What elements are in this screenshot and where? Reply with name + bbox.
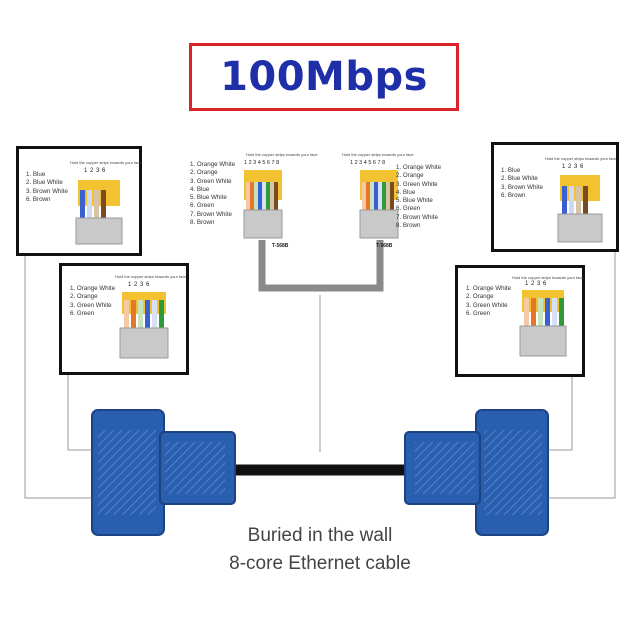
list-item: 6. Brown [26, 195, 51, 203]
wire-list-top-right: 1. Blue 2. Blue White 3. Brown White 6. … [501, 167, 543, 200]
pin-numbers: 1 2 3 4 5 6 7 8 [350, 160, 386, 166]
t568b-plug-right [359, 170, 399, 239]
wire-list-mid-right: 1. Orange White 2. Orange 3. Green White… [466, 285, 511, 318]
plug-icon-mid-right [519, 290, 567, 357]
wire-list-top-left: 1. Blue 2. Blue White 3. Brown White 6. … [26, 171, 68, 204]
list-item: 2. Orange [396, 172, 424, 180]
list-item: 3. Green White [466, 301, 508, 309]
list-item: 2. Blue White [26, 179, 63, 187]
leader-lines [24, 250, 616, 499]
hint-text: Hold the copper strips towards your face [342, 152, 414, 157]
list-item: 2. Orange [466, 293, 494, 301]
panel-top-left [16, 146, 142, 256]
t568b-wire-list-left: 1. Orange White 2. Orange 3. Green White… [190, 161, 235, 227]
t568b-wire-list-right: 1. Orange White 2. Orange 3. Green White… [396, 164, 441, 230]
pin-numbers: 1 2 3 6 [128, 282, 150, 288]
left-adapter [91, 409, 236, 536]
list-item: 1. Blue [501, 167, 521, 174]
hint-text: Hold the copper strips towards your face [115, 274, 187, 279]
pin-numbers: 1 2 3 6 [525, 281, 547, 287]
list-item: 5. Blue White [190, 194, 227, 202]
hint-text: Hold the copper strips towards your face [545, 156, 617, 161]
list-item: 4. Blue [190, 185, 210, 193]
list-item: 3. Green White [70, 301, 112, 309]
panel-mid-left [59, 263, 189, 375]
list-item: 7. Brown White [396, 213, 438, 221]
caption-line-2: 8-core Ethernet cable [229, 553, 411, 574]
list-item: 6. Green [190, 202, 215, 210]
list-item: 2. Orange [190, 169, 218, 177]
list-item: 4. Blue [396, 188, 416, 196]
speed-title: 100Mbps [220, 54, 428, 100]
list-item: 1. Blue [26, 171, 46, 178]
list-item: 6. Green [466, 309, 491, 317]
list-item: 3. Green White [190, 177, 232, 185]
list-item: 2. Orange [70, 293, 98, 301]
list-item: 8. Brown [190, 219, 215, 227]
pin-numbers: 1 2 3 6 [562, 164, 584, 170]
list-item: 1. Orange White [70, 285, 116, 292]
list-item: 3. Green White [396, 180, 438, 188]
standard-label: T-568B [376, 243, 393, 249]
standard-label: T-568B [272, 243, 289, 249]
list-item: 6. Green [70, 309, 95, 317]
plug-icon-top-left [75, 180, 123, 245]
list-item: 3. Brown White [26, 187, 68, 195]
patch-cable [258, 240, 384, 292]
t568b-plug-left [243, 170, 283, 239]
panel-top-right [491, 142, 619, 252]
list-item: 3. Brown White [501, 183, 543, 191]
hint-text: Hold the copper strips towards your face [70, 160, 142, 165]
title-box: 100Mbps [189, 43, 459, 111]
list-item: 1. Orange White [466, 285, 512, 292]
list-item: 1. Orange White [396, 164, 442, 171]
panel-mid-right [455, 265, 585, 377]
list-item: 6. Brown [501, 191, 526, 199]
pin-numbers: 1 2 3 6 [84, 168, 106, 174]
list-item: 6. Green [396, 205, 421, 213]
list-item: 7. Brown White [190, 210, 232, 218]
list-item: 2. Blue White [501, 175, 538, 183]
list-item: 1. Orange White [190, 161, 236, 168]
plug-icon-mid-left [119, 292, 169, 359]
list-item: 8. Brown [396, 222, 421, 230]
list-item: 5. Blue White [396, 197, 433, 205]
hint-text: Hold the copper strips towards your face [246, 152, 318, 157]
hint-text: Hold the copper strips towards your face [512, 275, 584, 280]
plug-icon-top-right [557, 175, 603, 243]
right-adapter [404, 409, 549, 536]
pin-numbers: 1 2 3 4 5 6 7 8 [244, 160, 280, 166]
wire-list-mid-left: 1. Orange White 2. Orange 3. Green White… [70, 285, 115, 318]
caption-line-1: Buried in the wall [247, 525, 393, 546]
